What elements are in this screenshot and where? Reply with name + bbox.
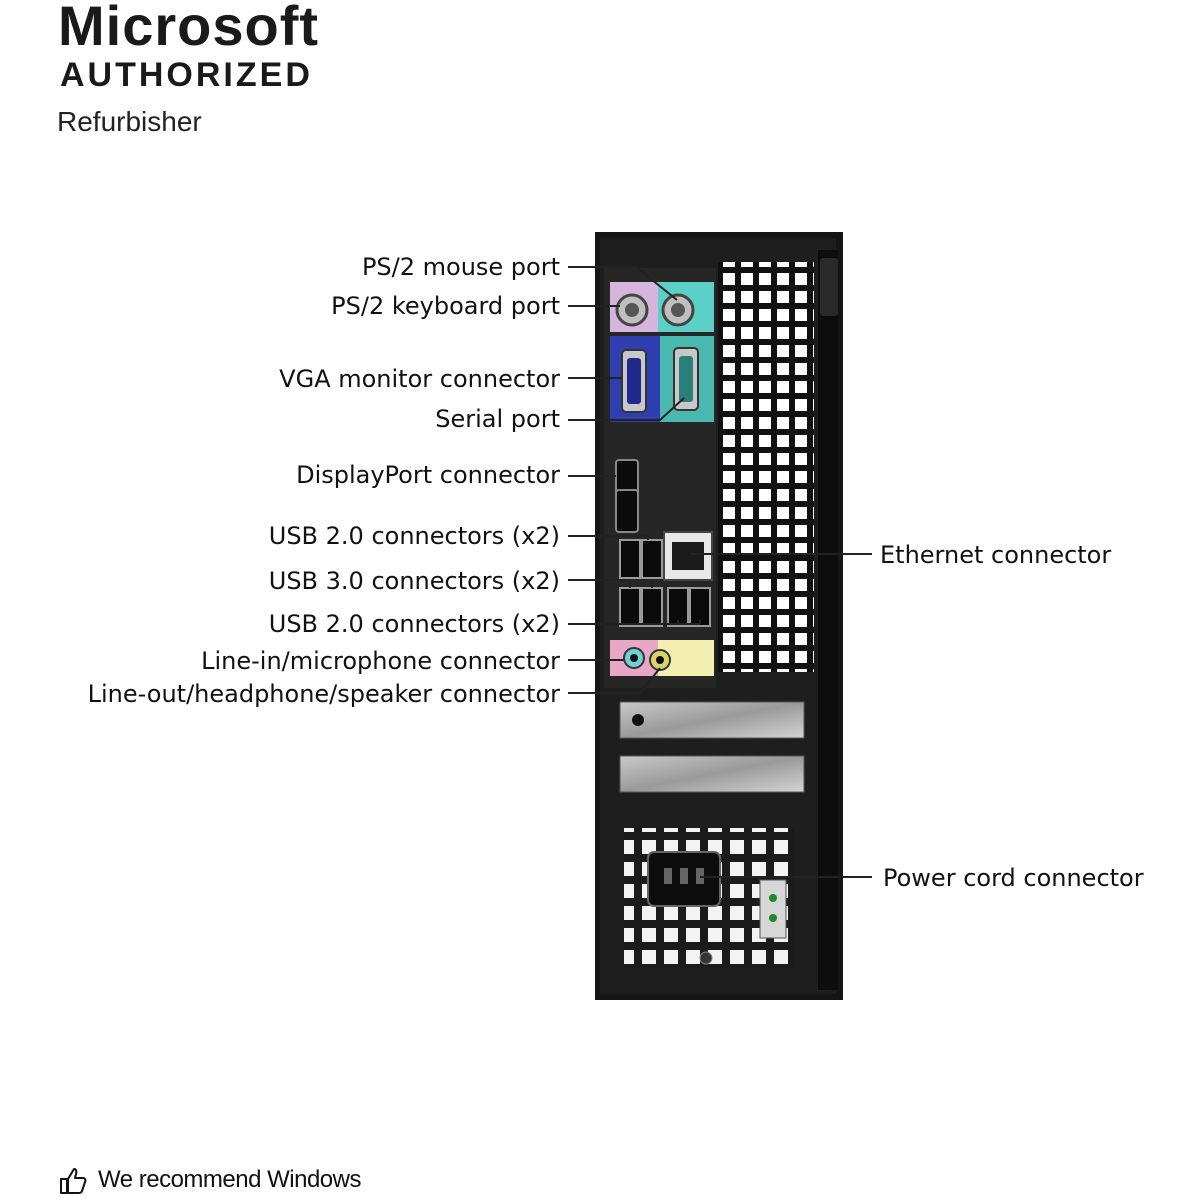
brand-refurbisher: Refurbisher — [57, 106, 202, 137]
brand-microsoft: Microsoft — [58, 0, 319, 57]
label-ethernet-connector: Ethernet connector — [880, 541, 1112, 569]
usb-2-lower-a — [641, 587, 663, 627]
expansion-slot-2 — [619, 755, 805, 793]
label-displayport-connector: DisplayPort connector — [296, 461, 560, 489]
label-ps2-mouse-port: PS/2 mouse port — [361, 253, 560, 281]
displayport-connector-2 — [615, 489, 639, 533]
usb-3-lower — [619, 587, 641, 627]
label-usb3-connectors: USB 3.0 connectors (x2) — [268, 567, 560, 595]
label-usb2-connectors-upper: USB 2.0 connectors (x2) — [268, 522, 560, 550]
vent-grille — [718, 262, 814, 672]
label-usb2-connectors-lower: USB 2.0 connectors (x2) — [268, 610, 560, 638]
psu-test-panel — [759, 879, 787, 939]
usb-2-lower-b — [667, 587, 689, 627]
label-line-in-microphone: Line-in/microphone connector — [201, 647, 560, 675]
callout-lines — [568, 266, 872, 878]
label-serial-port: Serial port — [435, 405, 560, 433]
chassis-latch — [820, 258, 838, 316]
usb-2-lower-c — [689, 587, 711, 627]
expansion-slot-1 — [619, 701, 805, 739]
brand-authorized: AUTHORIZED — [60, 56, 313, 94]
footer-recommend-windows: We recommend Windows — [98, 1166, 361, 1193]
label-vga-monitor-connector: VGA monitor connector — [279, 365, 560, 393]
label-line-out-headphone-speaker: Line-out/headphone/speaker connector — [87, 680, 560, 708]
label-power-cord-connector: Power cord connector — [883, 864, 1144, 892]
thumbs-up-icon — [60, 1168, 87, 1194]
usb-2-upper — [619, 539, 641, 579]
label-ps2-keyboard-port: PS/2 keyboard port — [331, 292, 560, 320]
usb-3-upper — [641, 539, 663, 579]
